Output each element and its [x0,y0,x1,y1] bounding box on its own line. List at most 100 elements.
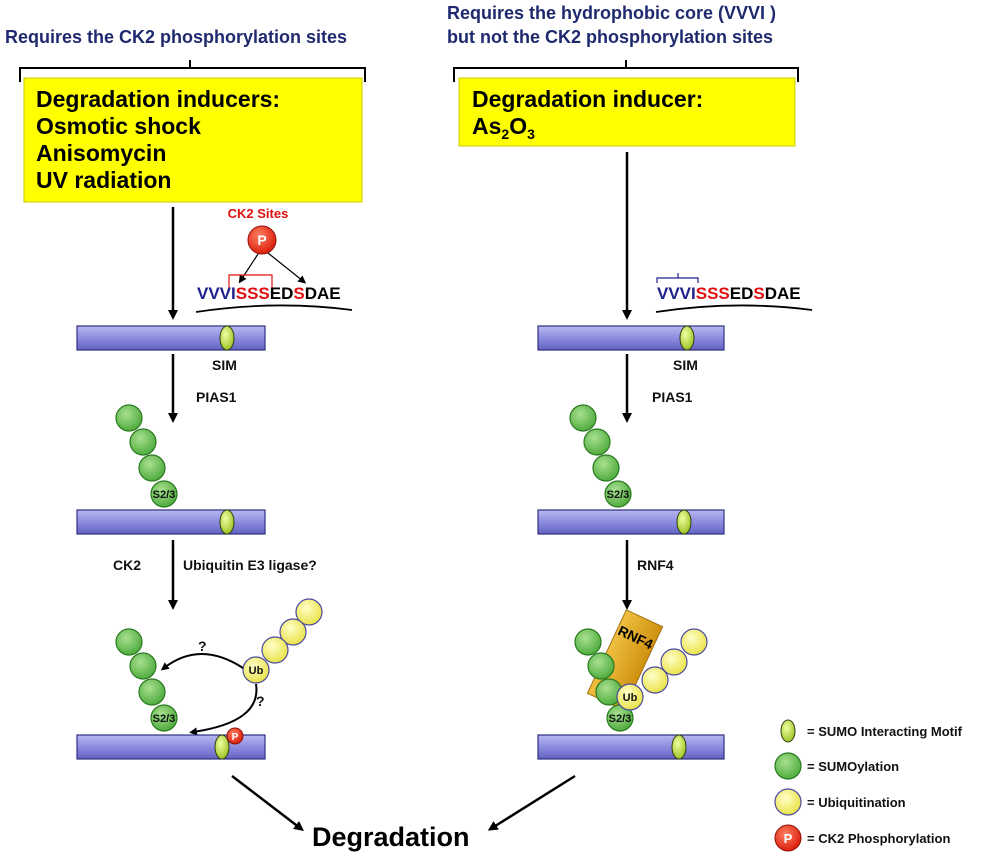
right-step-pias1: PIAS1 [652,389,693,405]
right-ub-1 [680,628,708,656]
left-step-e3: Ubiquitin E3 ligase? [183,557,317,573]
right-arrow-degradation [487,774,576,831]
left-box-line-3: Anisomycin [36,140,166,166]
right-box-line-1: Degradation inducer: [472,86,703,112]
left-sumo-label-1: S2/3 [153,489,176,501]
left-question-2: ? [256,693,265,709]
right-sumo-label-1: S2/3 [607,489,630,501]
right-seq-dae: DAE [765,284,801,303]
left-seq-dae: DAE [305,284,341,303]
left-sumo-7 [138,678,166,706]
left-sumo-4 [150,480,178,508]
left-phospho-icon [226,727,244,745]
left-sim-label: SIM [212,357,237,373]
left-ub-4 [242,656,270,684]
right-header-line-1: Requires the hydrophobic core (VVVI ) [447,3,776,23]
left-sim-icon-1 [219,325,235,351]
left-sumo-8 [150,704,178,732]
legend-ubiquitin-text: = Ubiquitination [807,795,906,810]
right-box-sub2: 3 [527,126,535,142]
left-sumo-2 [129,428,157,456]
left-step-ck2: CK2 [113,557,141,573]
ck2-sites-label: CK2 Sites [228,206,289,221]
right-sumo-2 [583,428,611,456]
left-seq-sss: SSS [236,284,270,303]
right-ub-4 [616,683,644,711]
left-seq-ed: ED [270,284,294,303]
right-seq-sss: SSS [696,284,730,303]
right-sequence: VVVISSSEDSDAE [657,284,801,303]
right-sumo-1 [569,404,597,432]
left-question-arrow-1 [160,653,244,671]
right-box-sub1: 2 [501,126,509,142]
right-ub-2 [660,648,688,676]
right-ub-3 [641,666,669,694]
right-sumo-4 [604,480,632,508]
left-box-line-4: UV radiation [36,167,171,193]
right-inducer-box [458,77,796,147]
sss-bracket [228,274,273,292]
right-header-line-2: but not the CK2 phosphorylation sites [447,27,773,47]
right-step-rnf4: RNF4 [637,557,674,573]
right-bracket [453,60,799,82]
left-sumo-5 [115,628,143,656]
right-box-line-2: As2O3 [472,113,535,142]
ck2-phospho-label: P [257,232,266,248]
right-sim-label: SIM [673,357,698,373]
left-seq-underbrace [195,304,353,313]
left-arrow-degradation [231,775,304,832]
left-ub-3 [261,636,289,664]
right-sumo-3 [592,454,620,482]
legend: = SUMO Interacting Motif = SUMOylation =… [774,719,963,852]
left-sim-icon-2 [219,509,235,535]
legend-ubiquitin-icon [774,788,802,816]
right-protein-bar-3 [537,734,725,760]
legend-sim-icon [780,719,796,743]
left-seq-vvvi: VVVI [197,284,236,303]
left-seq-s: S [293,284,304,303]
left-protein-bar-2 [76,509,266,535]
right-protein-bar-1 [537,325,725,351]
legend-sumo-icon [774,752,802,780]
left-sumo-label-2: S2/3 [153,713,176,725]
right-ub-label: Ub [623,692,638,704]
right-box-o: O [509,113,527,139]
left-ub-2 [279,618,307,646]
right-sim-icon-1 [679,325,695,351]
legend-sumo-text: = SUMOylation [807,759,899,774]
legend-phospho-p: P [784,831,793,846]
left-sim-icon-3 [214,734,230,760]
right-seq-vvvi: VVVI [657,284,696,303]
right-sumo-6 [587,652,615,680]
left-header: Requires the CK2 phosphorylation sites [5,27,347,47]
left-question-arrow-2 [189,683,258,736]
right-seq-ed: ED [730,284,754,303]
ck2-phospho-icon [247,225,277,255]
right-sim-icon-3 [671,734,687,760]
legend-phospho-icon [774,824,802,852]
right-seq-underbrace [655,304,813,313]
right-sim-icon-2 [676,509,692,535]
left-box-line-1: Degradation inducers: [36,86,280,112]
right-sumo-label-2: S2/3 [609,713,632,725]
right-protein-bar-2 [537,509,725,535]
right-box-as: As [472,113,501,139]
right-seq-s: S [753,284,764,303]
left-inducer-box [23,77,363,203]
right-sumo-5 [574,628,602,656]
left-sumo-6 [129,652,157,680]
legend-sim-text: = SUMO Interacting Motif [807,724,963,739]
left-box-line-2: Osmotic shock [36,113,201,139]
left-step-pias1: PIAS1 [196,389,237,405]
left-phospho-label: P [232,732,239,743]
left-sumo-3 [138,454,166,482]
ck2-arrow-left [238,253,259,284]
left-ub-1 [295,598,323,626]
legend-phospho-text: = CK2 Phosphorylation [807,831,950,846]
degradation-label: Degradation [312,822,470,852]
vvvi-bracket [656,273,699,283]
ck2-arrow-right [267,252,307,284]
left-bracket [19,60,366,82]
left-ub-label: Ub [249,665,264,677]
left-protein-bar-1 [76,325,266,351]
